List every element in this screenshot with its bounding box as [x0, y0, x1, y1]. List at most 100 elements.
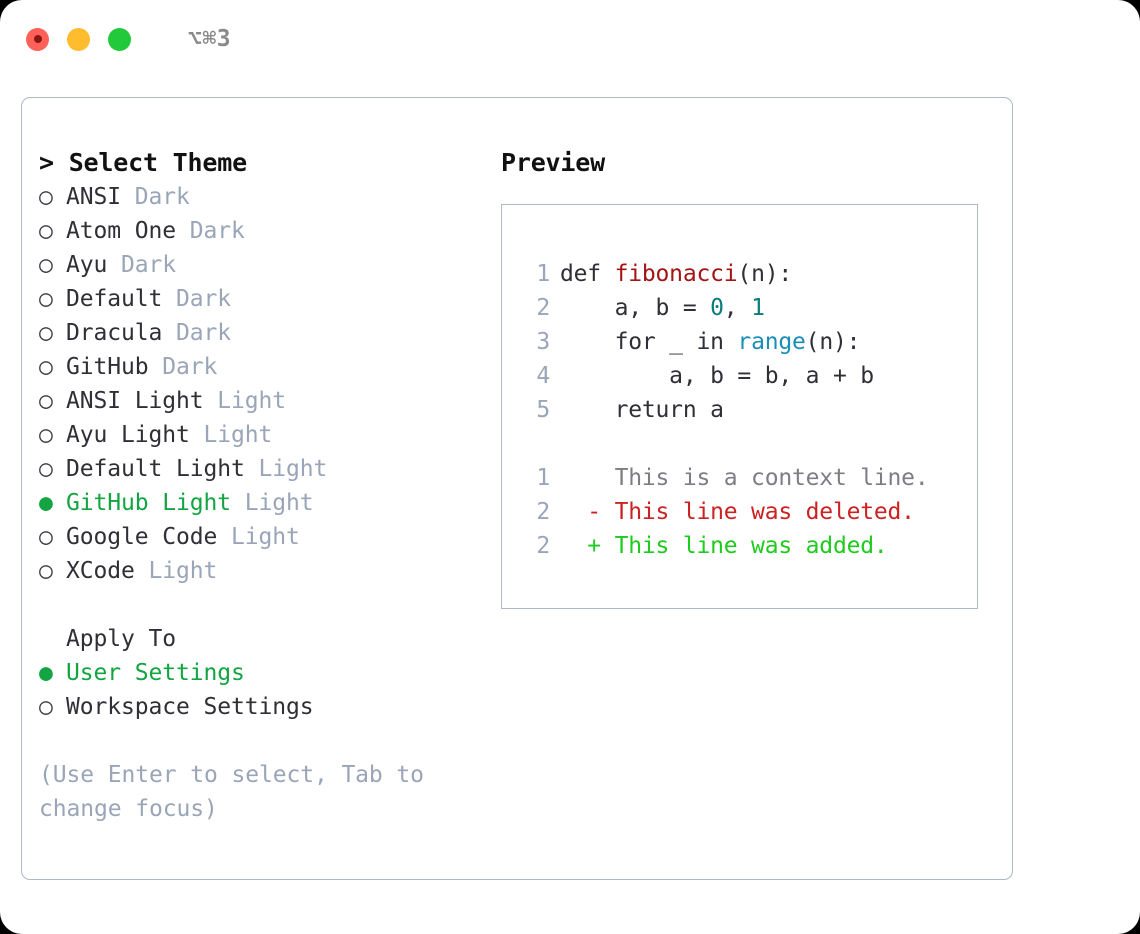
select-theme-heading: > Select Theme	[39, 146, 494, 180]
theme-option-label: Ayu	[66, 252, 108, 278]
code-line-2: 3 for _ in range(n):	[520, 325, 977, 359]
code-token: return a	[560, 397, 724, 423]
theme-option-list: ○ANSI Dark○Atom One Dark○Ayu Dark○Defaul…	[39, 180, 494, 588]
theme-list-column: > Select Theme ○ANSI Dark○Atom One Dark○…	[39, 146, 494, 826]
keyboard-shortcut-label: ⌥⌘3	[188, 26, 232, 52]
code-token: ,	[723, 295, 752, 321]
theme-option-label: GitHub	[66, 354, 149, 380]
code-token: 0	[710, 295, 724, 321]
line-number: 3	[536, 329, 550, 355]
theme-option-0[interactable]: ○ ANSI Dark	[39, 180, 494, 214]
diff-text: - This line was deleted.	[560, 499, 915, 525]
theme-option-tag: Light	[189, 422, 273, 448]
radio-selected-icon: ●	[39, 660, 53, 686]
theme-option-3[interactable]: ○ Default Dark	[39, 282, 494, 316]
theme-option-label: Atom One	[66, 218, 176, 244]
theme-option-label: ANSI	[66, 184, 121, 210]
theme-option-11[interactable]: ○XCode Light	[39, 554, 494, 588]
theme-option-4[interactable]: ○Dracula Dark	[39, 316, 494, 350]
radio-unselected-icon: ○	[39, 388, 53, 414]
theme-selector-panel: > Select Theme ○ANSI Dark○Atom One Dark○…	[21, 97, 1013, 880]
theme-option-1[interactable]: ○Atom One Dark	[39, 214, 494, 248]
focus-caret: >	[39, 148, 69, 177]
theme-option-5[interactable]: ○ GitHub Dark	[39, 350, 494, 384]
code-token: (n):	[737, 261, 793, 287]
apply-option-0[interactable]: ●User Settings	[39, 656, 494, 690]
theme-option-tag: Light	[244, 456, 328, 482]
theme-option-label: Default Light	[66, 456, 245, 482]
apply-to-heading-label: Apply To	[66, 626, 176, 652]
code-token: fibonacci	[614, 261, 738, 287]
close-window-icon[interactable]	[26, 27, 49, 51]
code-diff-gap	[520, 427, 977, 461]
code-token: a, b =	[560, 295, 711, 321]
line-number: 2	[536, 499, 550, 525]
window-controls	[26, 27, 131, 51]
theme-option-2[interactable]: ○ Ayu Dark	[39, 248, 494, 282]
theme-option-label: Default	[66, 286, 163, 312]
diff-text: This is a context line.	[560, 465, 929, 491]
minimize-window-icon[interactable]	[67, 27, 90, 51]
radio-unselected-icon: ○	[39, 320, 53, 346]
line-number: 5	[536, 397, 550, 423]
list-spacer	[39, 588, 494, 622]
theme-option-tag: Dark	[148, 354, 218, 380]
theme-option-tag: Dark	[162, 286, 231, 312]
apply-option-1[interactable]: ○ Workspace Settings	[39, 690, 494, 724]
apply-to-option-list: ●User Settings ○ Workspace Settings	[39, 656, 494, 724]
theme-option-10[interactable]: ○ Google Code Light	[39, 520, 494, 554]
theme-option-label: ANSI Light	[66, 388, 204, 414]
maximize-window-icon[interactable]	[108, 27, 131, 51]
theme-option-tag: Dark	[107, 252, 176, 278]
theme-option-label: Google Code	[66, 524, 218, 550]
theme-option-7[interactable]: ○Ayu Light Light	[39, 418, 494, 452]
code-line-3: 4 a, b = b, a + b	[520, 359, 977, 393]
code-line-1: 2 a, b = 0, 1	[520, 291, 977, 325]
code-token: a, b = b, a + b	[560, 363, 874, 389]
apply-to-heading-indent	[39, 622, 66, 656]
code-token: 1	[751, 295, 765, 321]
code-token: for _ in	[560, 329, 738, 355]
theme-option-label: GitHub Light	[66, 490, 231, 516]
diff-sample: 1 This is a context line.2 - This line w…	[520, 461, 977, 563]
title-bar: ⌥⌘3	[0, 0, 1140, 78]
diff-line-1: 2 - This line was deleted.	[520, 495, 977, 529]
radio-unselected-icon: ○	[39, 184, 53, 210]
radio-unselected-icon: ○	[39, 558, 53, 584]
theme-option-9[interactable]: ● GitHub Light Light	[39, 486, 494, 520]
theme-option-tag: Dark	[121, 184, 190, 210]
theme-option-tag: Light	[230, 490, 314, 516]
select-theme-heading-label: Select Theme	[68, 148, 247, 177]
diff-text: + This line was added.	[560, 533, 888, 559]
theme-option-tag: Light	[217, 524, 300, 550]
code-token: def	[560, 261, 615, 287]
line-number: 4	[536, 363, 550, 389]
line-number: 2	[536, 533, 550, 559]
radio-unselected-icon: ○	[39, 354, 53, 380]
apply-to-heading: Apply To	[39, 622, 494, 656]
code-line-4: 5 return a	[520, 393, 977, 427]
code-token: range	[737, 329, 806, 355]
radio-unselected-icon: ○	[39, 252, 53, 278]
radio-selected-icon: ●	[39, 490, 53, 516]
theme-option-6[interactable]: ○ ANSI Light Light	[39, 384, 494, 418]
theme-option-tag: Dark	[175, 218, 245, 244]
radio-unselected-icon: ○	[39, 694, 53, 720]
diff-line-2: 2 + This line was added.	[520, 529, 977, 563]
radio-unselected-icon: ○	[39, 422, 53, 448]
radio-unselected-icon: ○	[39, 286, 53, 312]
theme-option-tag: Light	[203, 388, 286, 414]
theme-option-8[interactable]: ○ Default Light Light	[39, 452, 494, 486]
line-number: 2	[536, 295, 550, 321]
theme-option-tag: Light	[134, 558, 218, 584]
apply-option-label: Workspace Settings	[66, 694, 314, 720]
theme-option-tag: Dark	[162, 320, 231, 346]
diff-line-0: 1 This is a context line.	[520, 461, 977, 495]
radio-unselected-icon: ○	[39, 524, 53, 550]
radio-unselected-icon: ○	[39, 456, 53, 482]
